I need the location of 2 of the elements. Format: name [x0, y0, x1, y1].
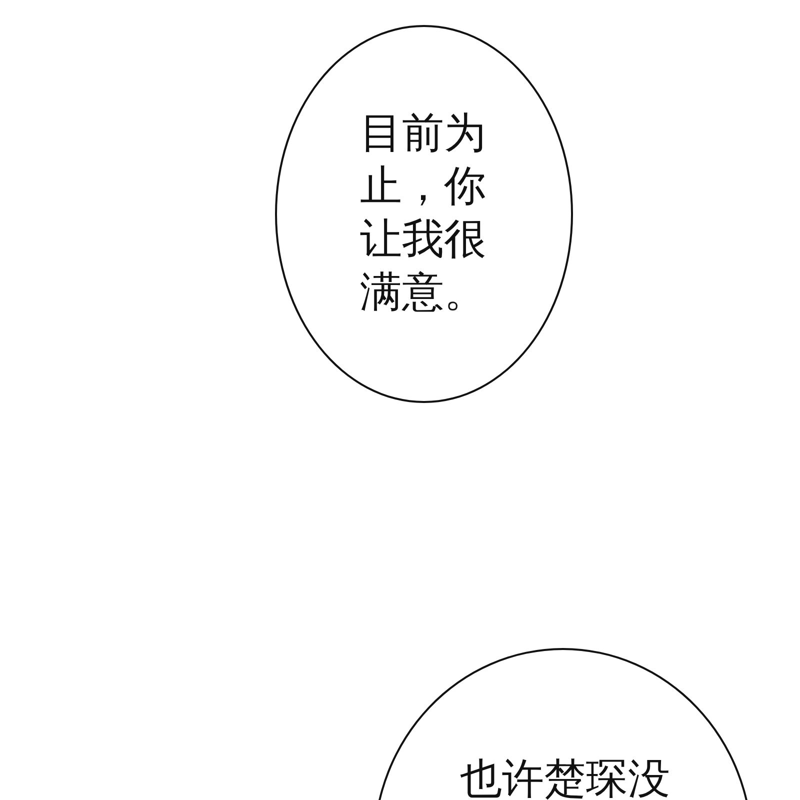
dialogue-text: 也许楚琛没: [460, 753, 671, 800]
dialogue-text: 目前为止，你让我很满意。: [360, 107, 487, 318]
